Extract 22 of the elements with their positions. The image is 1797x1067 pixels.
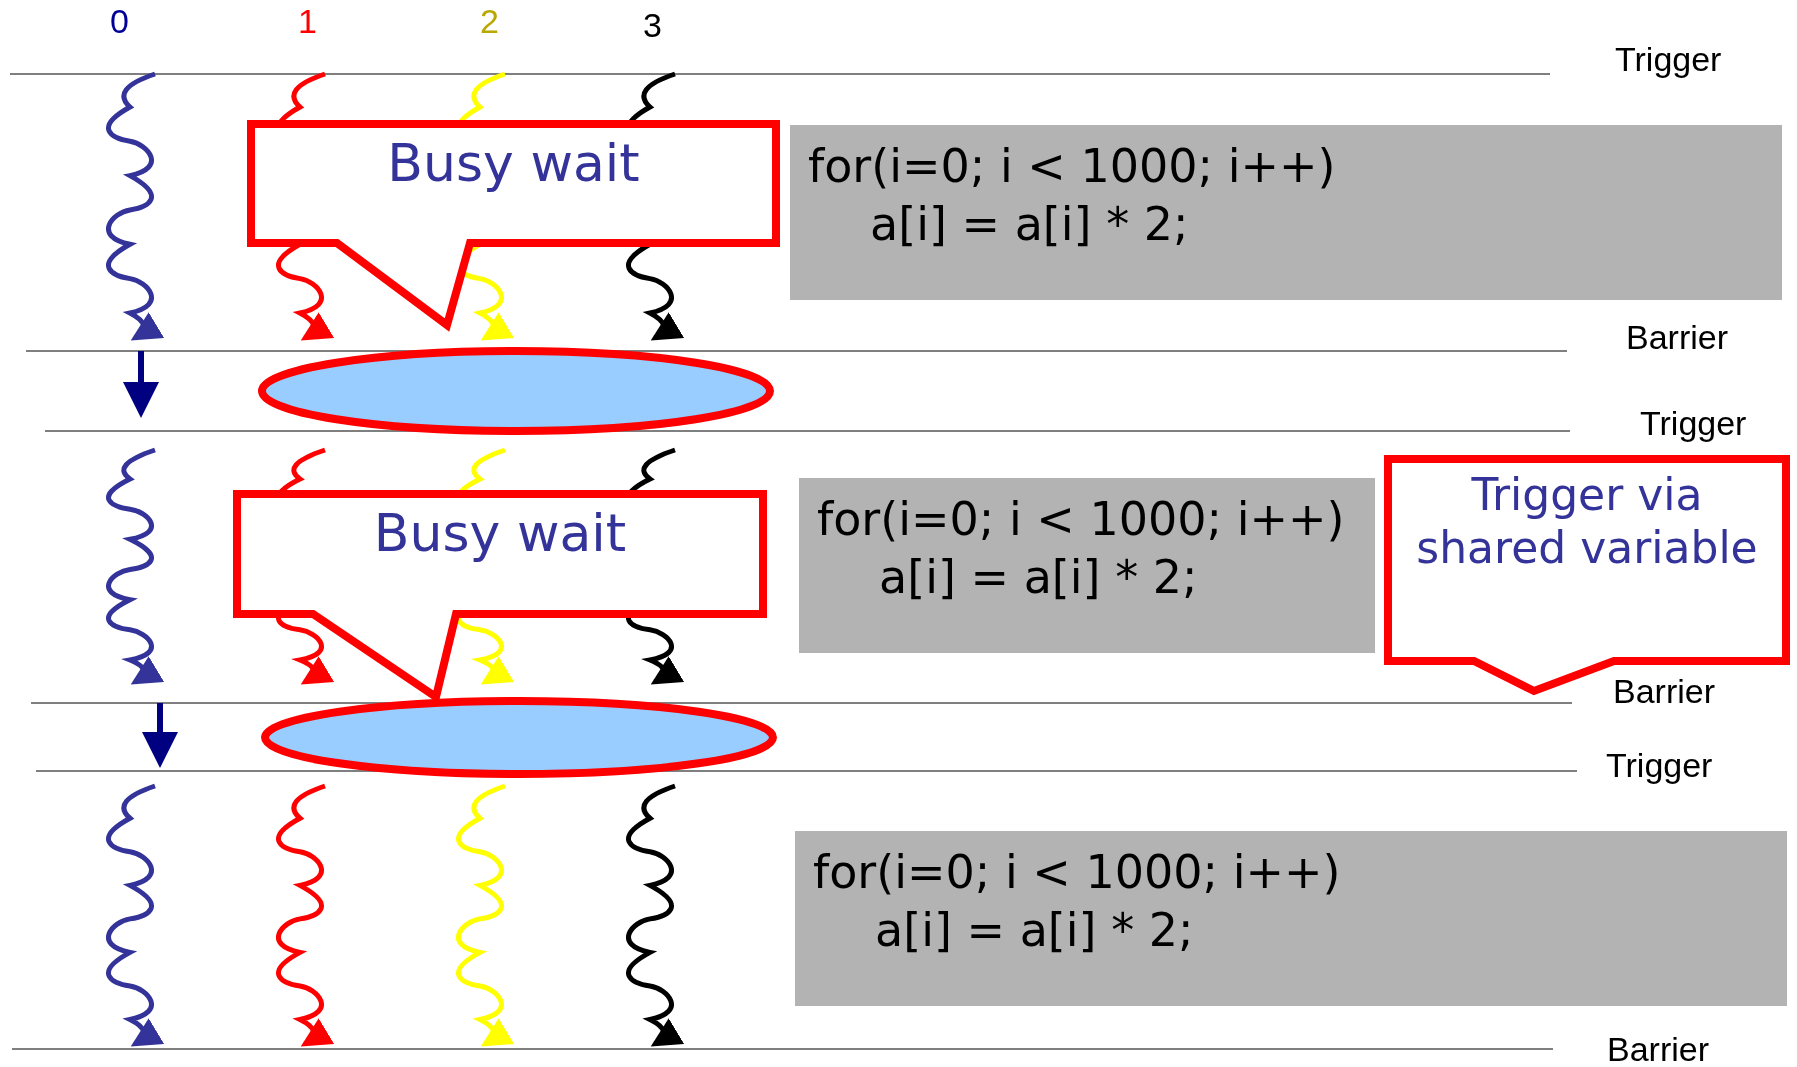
line-label: Barrier	[1626, 318, 1729, 357]
callout-text: Busy wait	[372, 502, 628, 565]
line-label: Barrier	[1613, 672, 1716, 711]
code-line: for(i=0; i < 1000; i++)	[808, 138, 1336, 195]
code-line: for(i=0; i < 1000; i++)	[813, 844, 1341, 901]
code-panel	[795, 831, 1787, 1006]
line-label: Trigger	[1640, 404, 1747, 443]
thread-number: 3	[643, 6, 662, 45]
code-line: for(i=0; i < 1000; i++)	[817, 491, 1345, 548]
line-label: Trigger	[1606, 746, 1713, 785]
callout-text: Busy wait	[386, 132, 641, 195]
code-line: a[i] = a[i] * 2;	[870, 196, 1189, 253]
code-line: a[i] = a[i] * 2;	[875, 902, 1194, 959]
thread-number: 2	[480, 2, 499, 41]
thread-number: 0	[110, 2, 129, 41]
code-panel	[790, 125, 1782, 300]
thread-number: 1	[298, 2, 317, 41]
code-panel	[799, 478, 1375, 653]
line-label: Trigger	[1615, 40, 1722, 79]
code-line: a[i] = a[i] * 2;	[879, 549, 1198, 606]
line-label: Barrier	[1607, 1030, 1710, 1067]
callout-text: Trigger via shared variable	[1415, 469, 1759, 575]
